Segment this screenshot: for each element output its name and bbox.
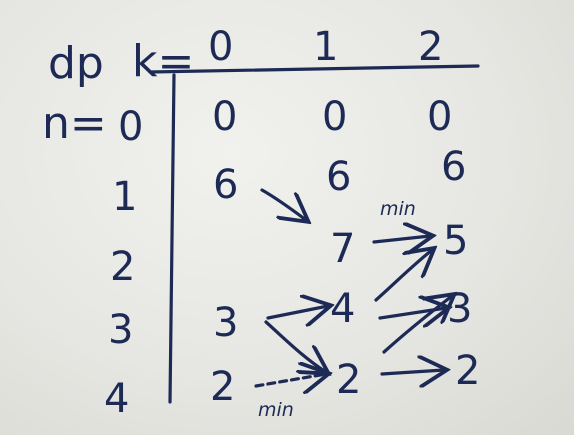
cell-n2-k2: 5 [443, 218, 468, 264]
cell-n0-k1: 0 [322, 94, 347, 140]
arrow-2-to-2-dashed [254, 374, 326, 386]
n-value-3: 3 [108, 307, 133, 353]
cell-n1-k0: 6 [213, 162, 238, 208]
n-value-0: 0 [118, 104, 143, 150]
cell-n0-k0: 0 [212, 94, 237, 140]
cell-n4-k1: 2 [336, 357, 361, 403]
n-value-2: 2 [110, 244, 135, 290]
n-value-4: 4 [104, 376, 129, 422]
n-label: n= [42, 98, 107, 149]
arrow-7-to-5 [372, 236, 430, 242]
arrow-6-to-7 [260, 188, 306, 220]
n-value-1: 1 [112, 174, 137, 220]
k-value-1: 1 [313, 24, 338, 70]
cell-n2-k1: 7 [330, 226, 355, 272]
arrow-2-to-2 [380, 370, 444, 374]
cell-n4-k0: 2 [210, 364, 235, 410]
k-value-2: 2 [418, 24, 443, 70]
k-value-0: 0 [208, 24, 233, 70]
cell-n1-k1: 6 [326, 154, 351, 200]
arrow-4-to-5 [374, 250, 432, 302]
header-rule [148, 64, 480, 74]
min-annotation-bottom: min [258, 399, 294, 421]
row-rule [168, 73, 176, 404]
min-annotation-top: min [380, 198, 416, 220]
cell-n1-k2: 6 [441, 144, 466, 190]
k-label: k= [132, 36, 194, 87]
cell-n3-k0: 3 [213, 300, 238, 346]
cell-n3-k1: 4 [330, 286, 355, 332]
cell-n3-k2: 3 [447, 286, 472, 332]
dp-label: dp [48, 38, 104, 89]
arrow-3-to-2 [264, 320, 326, 372]
arrow-2-to-3 [382, 296, 452, 354]
cell-n4-k2: 2 [455, 348, 480, 394]
arrow-3-to-4 [266, 306, 328, 318]
cell-n0-k2: 0 [427, 94, 452, 140]
